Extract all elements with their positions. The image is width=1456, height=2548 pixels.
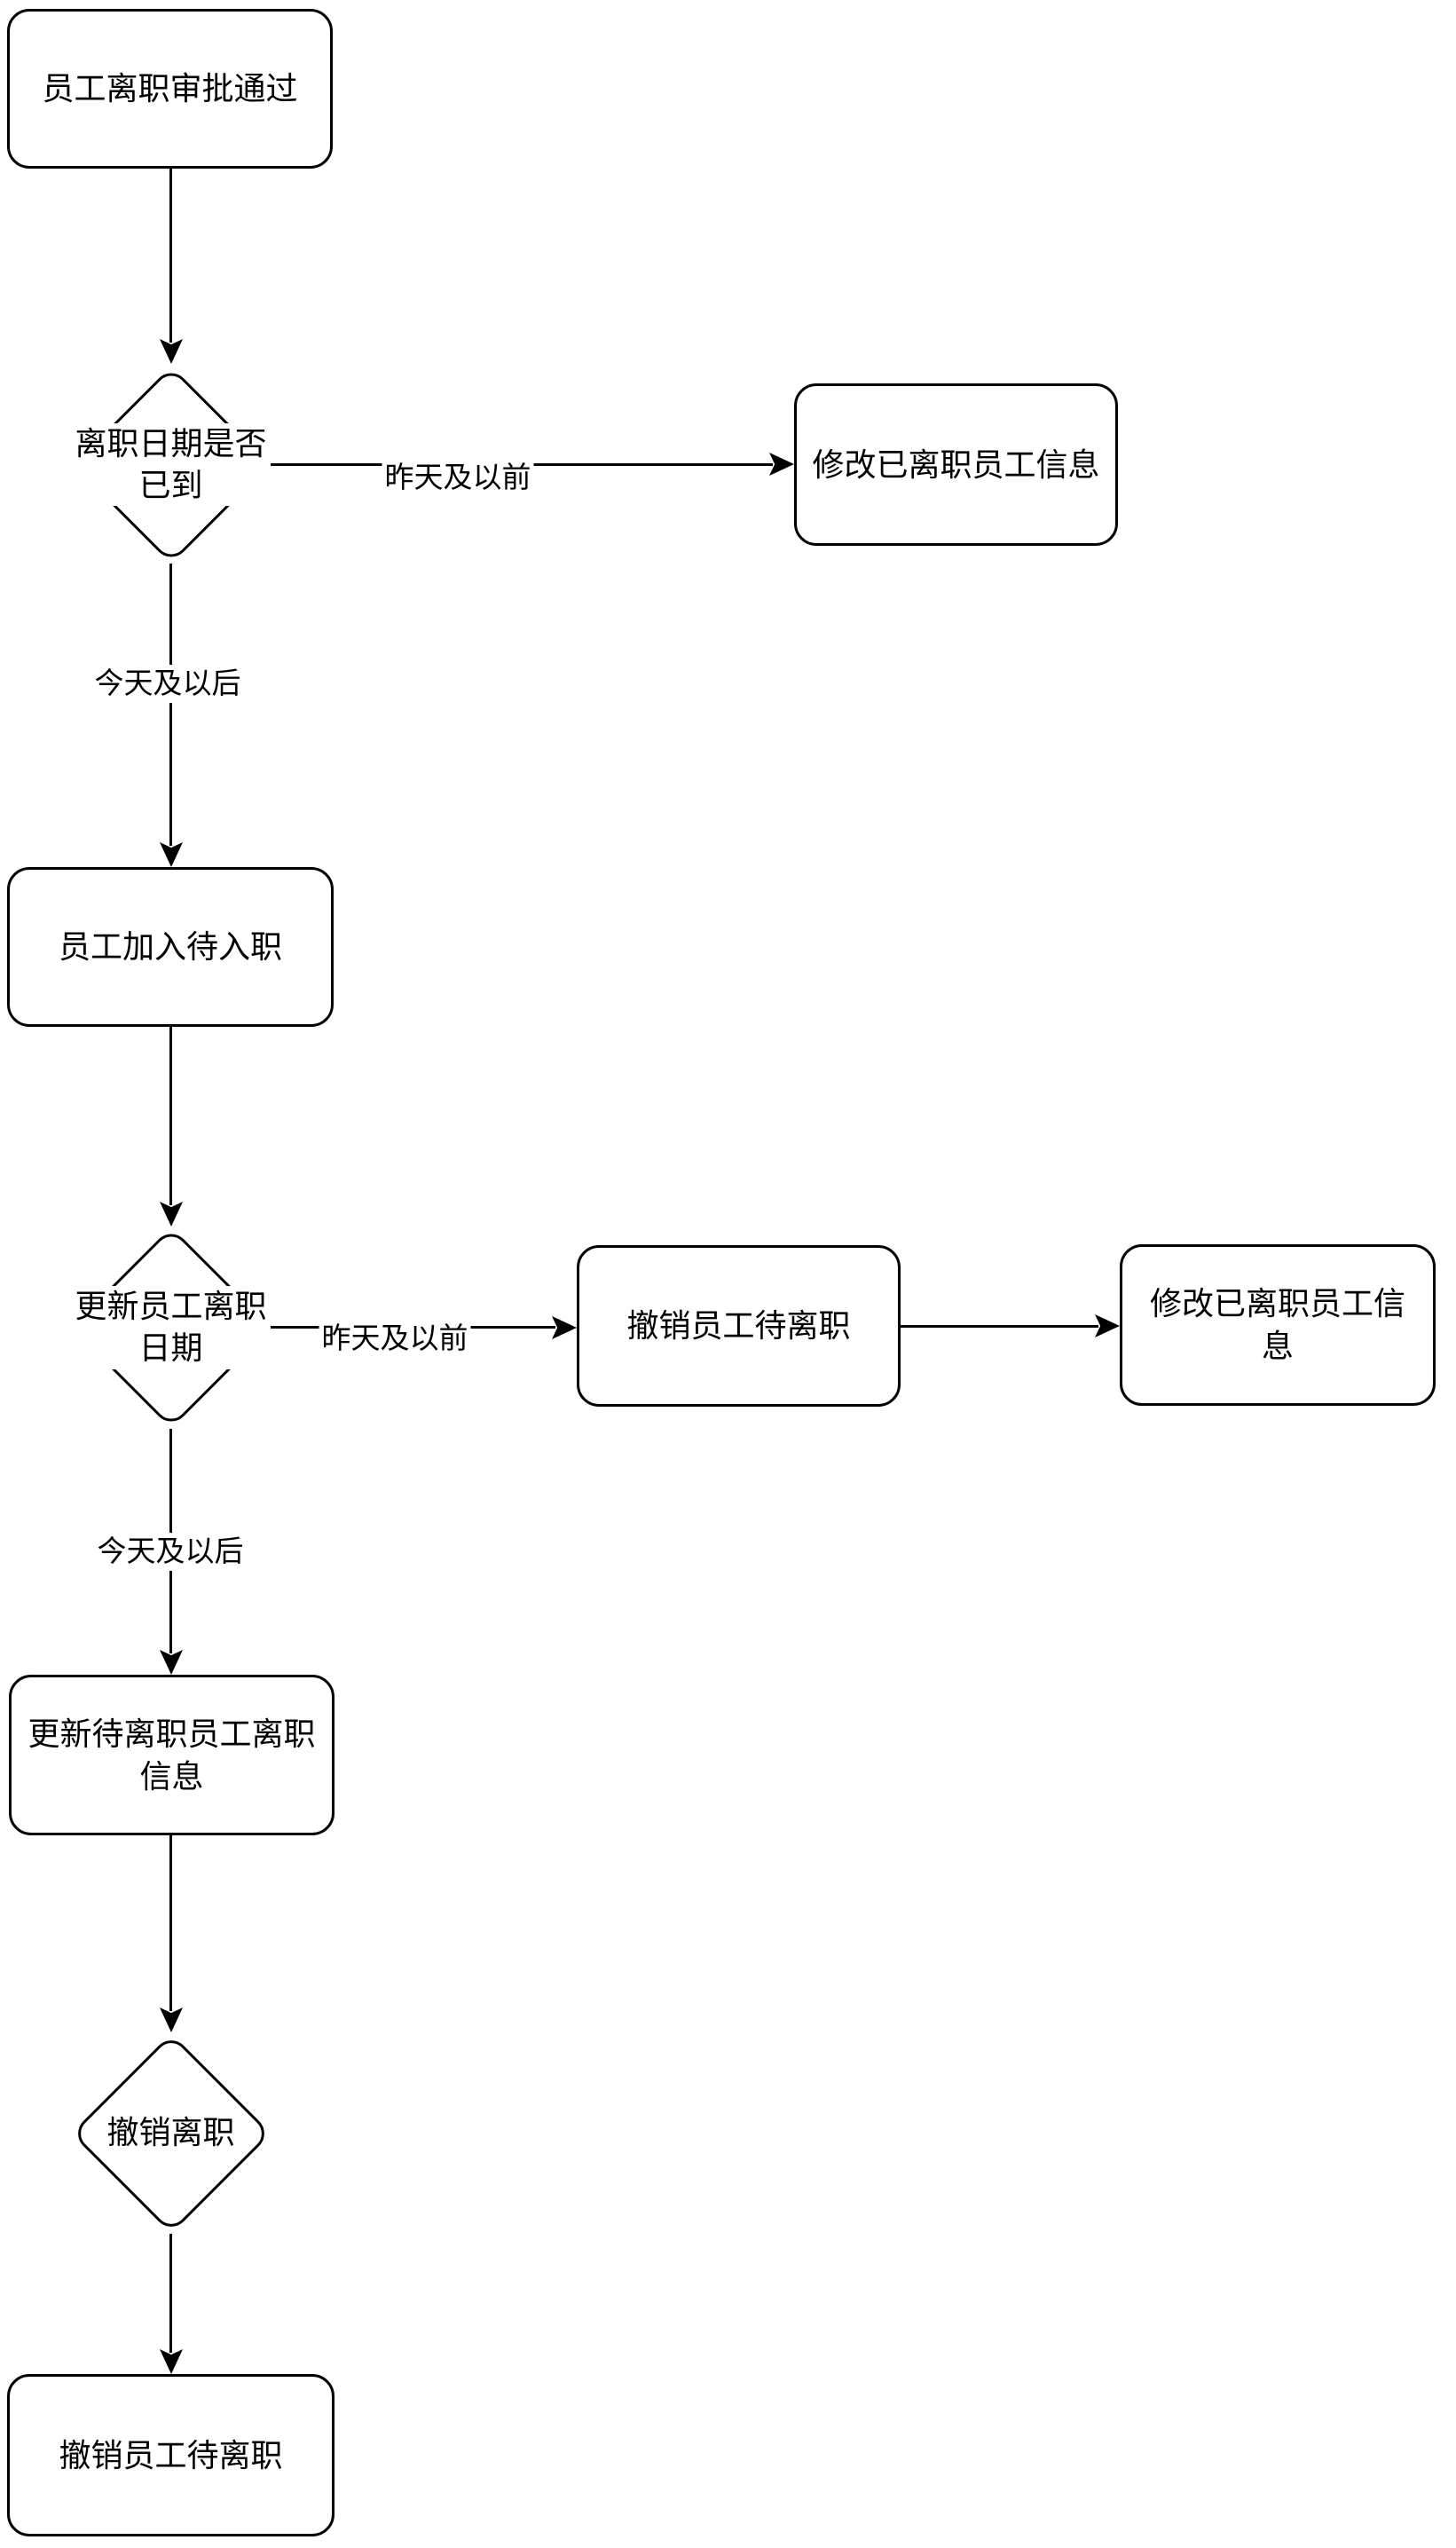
- arrowhead-icon: [769, 453, 794, 476]
- edge-update-to-decision3: [169, 1835, 172, 2011]
- decision-update-leave-date: 更新员工离职日期: [69, 1227, 272, 1429]
- arrowhead-icon: [160, 1650, 183, 1675]
- decision-leave-date-label: 离职日期是否已到: [71, 422, 271, 507]
- decision-update-leave-date-label: 更新员工离职日期: [71, 1286, 271, 1369]
- node-update-pending-resign-info: 更新待离职员工离职信息: [9, 1675, 334, 1835]
- arrowhead-icon: [552, 1316, 577, 1339]
- arrowhead-icon: [160, 1202, 183, 1227]
- node-modify-resigned-info-1: 修改已离职员工信息: [794, 383, 1118, 546]
- node-modify-resigned-info-1-label: 修改已离职员工信息: [812, 446, 1100, 483]
- node-modify-resigned-info-2-label: 修改已离职员工信息: [1149, 1285, 1405, 1364]
- edge-start-to-decision1: [169, 169, 172, 343]
- decision-revoke-resign: 撤销离职: [70, 2032, 272, 2234]
- edge-decision1-to-join: [169, 564, 172, 846]
- node-modify-resigned-info-2: 修改已离职员工信息: [1120, 1244, 1436, 1406]
- edge-label-yesterday-1: 昨天及以前: [382, 459, 534, 497]
- node-revoke-pending-resign-end: 撤销员工待离职: [7, 2374, 334, 2536]
- arrowhead-icon: [160, 842, 183, 867]
- decision-leave-date-arrived: 离职日期是否已到: [71, 365, 271, 564]
- node-join-pending-onboard: 员工加入待入职: [7, 867, 334, 1027]
- node-revoke-pending-resign-mid-label: 撤销员工待离职: [626, 1307, 851, 1345]
- node-revoke-pending-resign-mid: 撤销员工待离职: [577, 1245, 901, 1407]
- arrowhead-icon: [160, 2349, 183, 2374]
- node-start: 员工离职审批通过: [7, 9, 333, 169]
- edge-revoke-to-modify2: [901, 1325, 1098, 1328]
- edge-label-yesterday-2: 昨天及以前: [319, 1320, 471, 1358]
- edge-label-today-1: 今天及以后: [91, 665, 244, 703]
- decision-revoke-resign-label: 撤销离职: [106, 2112, 235, 2154]
- node-join-pending-onboard-label: 员工加入待入职: [58, 928, 282, 966]
- node-start-label: 员工离职审批通过: [42, 70, 298, 107]
- node-update-pending-resign-info-label: 更新待离职员工离职信息: [28, 1715, 316, 1795]
- arrowhead-icon: [160, 339, 183, 364]
- edge-decision3-to-revoke-end: [169, 2234, 172, 2353]
- edge-join-to-decision2: [169, 1027, 172, 1205]
- arrowhead-icon: [160, 2008, 183, 2032]
- node-revoke-pending-resign-end-label: 撤销员工待离职: [59, 2436, 283, 2473]
- edge-label-today-2: 今天及以后: [94, 1533, 247, 1571]
- arrowhead-icon: [1095, 1314, 1120, 1337]
